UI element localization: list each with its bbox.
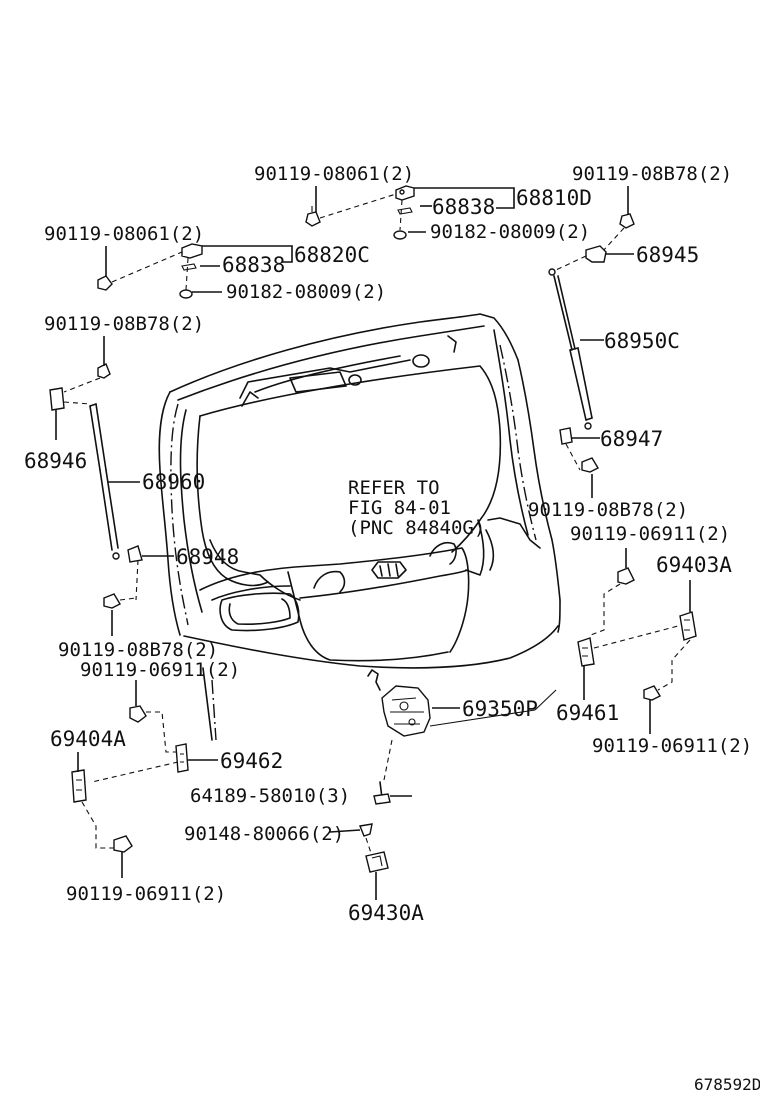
stay-68950C: [548, 268, 593, 430]
label-90119-06911-right-bottom: 90119-06911(2): [592, 735, 752, 757]
diagram-id: 678592D: [694, 1075, 760, 1094]
label-69461: 69461: [556, 701, 619, 725]
label-90119-08B78-left: 90119-08B78(2): [44, 313, 204, 335]
hinge-68820C: [179, 243, 203, 299]
striker-69430A: [365, 851, 389, 873]
label-90119-08061-left: 90119-08061(2): [44, 223, 204, 245]
label-68960: 68960: [142, 470, 205, 494]
bolt-top-center: [305, 193, 397, 227]
stay-bracket-68948: [127, 545, 143, 601]
stay-bracket-68947: [559, 427, 581, 471]
label-69430A: 69430A: [348, 901, 424, 925]
bolt-left-lower: [129, 705, 178, 753]
label-90119-08061-top: 90119-08061(2): [254, 163, 414, 185]
label-68820C: 68820C: [294, 243, 370, 267]
bolt-68947: [581, 457, 599, 473]
label-90148-80066: 90148-80066(2): [184, 823, 344, 845]
label-69404A: 69404A: [50, 727, 126, 751]
stay-bracket-68946: [49, 387, 91, 411]
bracket-69461: [577, 625, 679, 667]
bolt-top-right: [601, 213, 635, 253]
label-68947: 68947: [600, 427, 663, 451]
label-90119-08B78-lower-left: 90119-08B78(2): [58, 639, 218, 661]
label-68948: 68948: [176, 545, 239, 569]
label-90182-08009-left: 90182-08009(2): [226, 281, 386, 303]
refer-note-line1: REFER TO: [348, 477, 440, 499]
label-69403A: 69403A: [656, 553, 732, 577]
label-68946: 68946: [24, 449, 87, 473]
bracket-69403A: [657, 611, 697, 691]
label-64189-58010: 64189-58010(3): [190, 785, 350, 807]
leader-lines: [55, 186, 691, 900]
bolt-top-left: [97, 251, 183, 291]
refer-note-line3: (PNC 84840G): [348, 517, 485, 539]
bolt-left-bottom: [113, 835, 133, 853]
label-68950C: 68950C: [604, 329, 680, 353]
label-90119-06911-right-top: 90119-06911(2): [570, 523, 730, 545]
hinge-68810D: [393, 185, 415, 240]
label-90119-06911-left-mid: 90119-06911(2): [80, 659, 240, 681]
bolt-left-upper: [63, 363, 111, 393]
stay-68960: [89, 403, 120, 560]
label-69462: 69462: [220, 749, 283, 773]
label-90119-08B78-topright: 90119-08B78(2): [572, 163, 732, 185]
label-69350P: 69350P: [462, 697, 538, 721]
label-68945: 68945: [636, 243, 699, 267]
label-68838-left: 68838: [222, 253, 285, 277]
bolt-right-top: [587, 567, 635, 637]
label-90119-08B78-mid-right: 90119-08B78(2): [528, 499, 688, 521]
bracket-69404A: [71, 769, 116, 849]
label-90182-08009-top: 90182-08009(2): [430, 221, 590, 243]
label-68810D: 68810D: [516, 186, 592, 210]
bolt-right-bottom: [643, 685, 661, 701]
label-90119-06911-left-bottom: 90119-06911(2): [66, 883, 226, 905]
refer-note-line2: FIG 84-01: [348, 497, 451, 519]
label-68838-top: 68838: [432, 195, 495, 219]
bracket-69462: [91, 743, 189, 783]
back-door-panel: [158, 313, 561, 741]
stay-bracket-68945: [555, 245, 607, 271]
lock-assy-69350P: [367, 669, 431, 781]
screw-90148: [359, 823, 373, 857]
part-labels: 90119-08061(2) 68838 68810D 90182-08009(…: [24, 163, 760, 1094]
bolt-left-mid: [103, 593, 137, 609]
bolt-64189: [373, 781, 391, 805]
